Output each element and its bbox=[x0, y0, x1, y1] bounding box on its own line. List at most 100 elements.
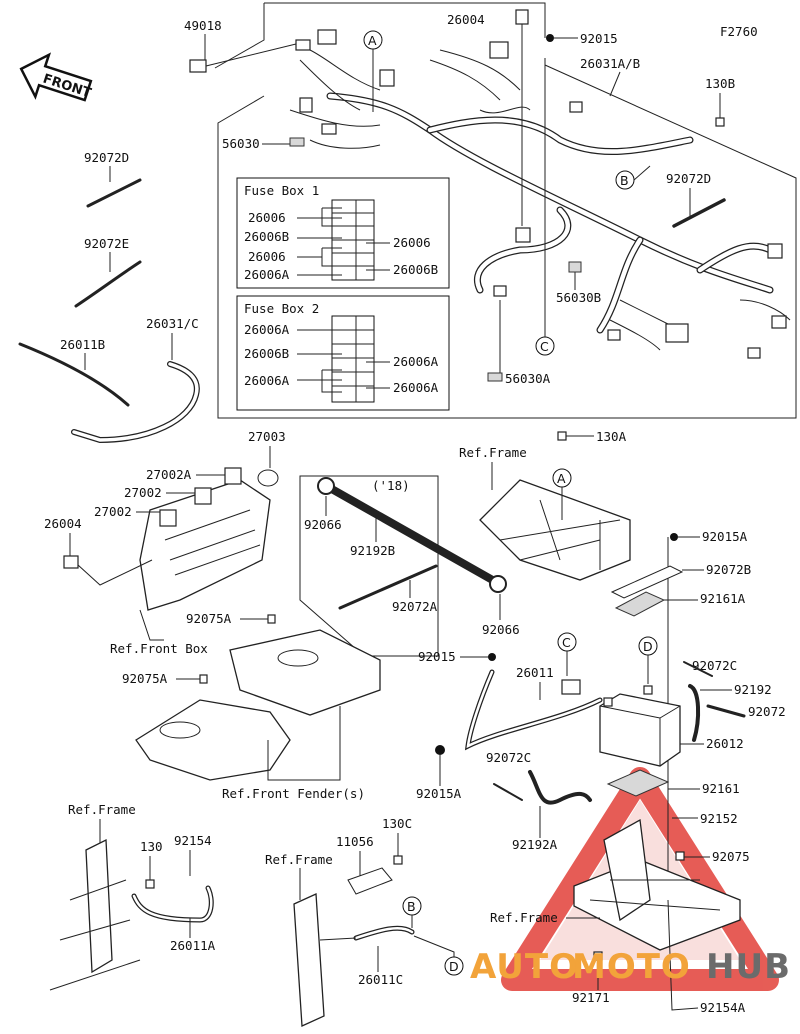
label-92171: 92171 bbox=[572, 990, 610, 1005]
label-92072e: 92072E bbox=[84, 236, 129, 251]
label-92072d-right: 92072D bbox=[666, 171, 711, 186]
fuse-box-1-left-1: 26006 bbox=[248, 210, 286, 225]
ref-frame-br: Ref.Frame bbox=[490, 910, 558, 925]
label-26004-top: 26004 bbox=[447, 12, 485, 27]
ref-frame-bl: Ref.Frame bbox=[68, 802, 136, 817]
label-26011b: 26011B bbox=[60, 337, 105, 352]
fuse-box-1-right-1: 26006 bbox=[393, 235, 431, 250]
label-92192: 92192 bbox=[734, 682, 772, 697]
label-130c: 130C bbox=[382, 816, 412, 831]
svg-text:C: C bbox=[540, 339, 549, 354]
watermark-hub: HUB bbox=[706, 947, 791, 987]
svg-text:A: A bbox=[368, 33, 377, 48]
figure-code: F2760 bbox=[720, 24, 758, 39]
callout-c-battery: C bbox=[562, 635, 571, 650]
label-92015-top: 92015 bbox=[580, 31, 618, 46]
harness-labels: 49018 26004 92015 F2760 26031A/B 130B 56… bbox=[184, 9, 758, 386]
label-92072c-right: 92072C bbox=[692, 658, 737, 673]
callout-b-bottom: B bbox=[407, 899, 416, 914]
label-92072: 92072 bbox=[748, 704, 786, 719]
label-26012: 26012 bbox=[706, 736, 744, 751]
label-26031c: 26031/C bbox=[146, 316, 199, 331]
label-92015-mid: 92015 bbox=[418, 649, 456, 664]
callout-a-frame: A bbox=[557, 471, 566, 486]
label-11056: 11056 bbox=[336, 834, 374, 849]
label-92066-2: 92066 bbox=[482, 622, 520, 637]
label-92075a-1: 92075A bbox=[186, 611, 232, 626]
label-130a: 130A bbox=[596, 429, 627, 444]
watermark-auto: AUTO bbox=[470, 947, 579, 987]
callout-d-battery: D bbox=[643, 639, 653, 654]
label-92075: 92075 bbox=[712, 849, 750, 864]
watermark-moto: MOTO bbox=[572, 947, 691, 987]
label-92072c-mid: 92072C bbox=[486, 750, 531, 765]
fuse-box-1-right-2: 26006B bbox=[393, 262, 438, 277]
fuse-box-1-left-4: 26006A bbox=[244, 267, 290, 282]
svg-text:B: B bbox=[620, 173, 629, 188]
label-92075a-2: 92075A bbox=[122, 671, 168, 686]
battery-area: 92015A 92072B 92161A D 26012 92072C 9219… bbox=[416, 529, 786, 900]
frame-bottom-middle: Ref.Frame 11056 130C B 26011C D bbox=[265, 816, 464, 1027]
label-49018: 49018 bbox=[184, 18, 222, 33]
fuse-box-1-left-3: 26006 bbox=[248, 249, 286, 264]
ref-front-box: Ref.Front Box bbox=[110, 641, 208, 656]
label-92066-1: 92066 bbox=[304, 517, 342, 532]
fuse-box-1-left-2: 26006B bbox=[244, 229, 289, 244]
fuse-box-2-left-1: 26006A bbox=[244, 322, 290, 337]
label-92161a: 92161A bbox=[700, 591, 746, 606]
label-26004-left: 26004 bbox=[44, 516, 82, 531]
label-26011c: 26011C bbox=[358, 972, 403, 987]
label-92152: 92152 bbox=[700, 811, 738, 826]
callout-d-bottom: D bbox=[449, 959, 459, 974]
label-92192b: 92192B bbox=[350, 543, 395, 558]
label-26031ab: 26031A/B bbox=[580, 56, 640, 71]
harness-box-outline bbox=[214, 2, 797, 419]
label-56030a: 56030A bbox=[505, 371, 551, 386]
fuse-box-2-left-2: 26006B bbox=[244, 346, 289, 361]
fuse-box-2: Fuse Box 2 26006A 26006B 26006A 26006A 2… bbox=[236, 295, 450, 411]
year-2018-group: ('18) 92066 92192B 92072A 92066 bbox=[299, 475, 520, 657]
label-27002-2: 27002 bbox=[94, 504, 132, 519]
fuse-box-1: Fuse Box 1 26006 26006B 26006 26006A 260… bbox=[236, 177, 450, 289]
fuse-box-2-title: Fuse Box 2 bbox=[244, 301, 319, 316]
watermark-text: AUTO MOTO HUB bbox=[470, 947, 791, 987]
label-92072a: 92072A bbox=[392, 599, 438, 614]
callout-c-top: C bbox=[535, 64, 555, 356]
label-56030b: 56030B bbox=[556, 290, 601, 305]
front-box-assembly: 27003 27002A 27002 27002 26004 Ref.Front… bbox=[44, 429, 286, 656]
callout-b-top: B bbox=[615, 165, 651, 190]
label-26011a: 26011A bbox=[170, 938, 216, 953]
ref-frame-top: Ref.Frame bbox=[459, 445, 527, 460]
label-92154: 92154 bbox=[174, 833, 212, 848]
label-92072d-left: 92072D bbox=[84, 150, 129, 165]
label-92161: 92161 bbox=[702, 781, 740, 796]
main-harness bbox=[289, 29, 791, 359]
label-92192a: 92192A bbox=[512, 837, 558, 852]
label-92072b: 92072B bbox=[706, 562, 751, 577]
fuse-box-2-right-1: 26006A bbox=[393, 354, 439, 369]
front-fender-panels: 92075A 92075A Ref.Front Fender(s) bbox=[122, 611, 381, 801]
frame-bottom-left: Ref.Frame 130 92154 26011A bbox=[49, 802, 216, 991]
label-92154a: 92154A bbox=[700, 1000, 746, 1015]
fuse-box-2-left-3: 26006A bbox=[244, 373, 290, 388]
ref-frame-bm: Ref.Frame bbox=[265, 852, 333, 867]
label-26011: 26011 bbox=[516, 665, 554, 680]
label-27002-1: 27002 bbox=[124, 485, 162, 500]
fuse-box-1-title: Fuse Box 1 bbox=[244, 183, 319, 198]
battery-tray: 92152 92075 Ref.Frame 92171 92154A bbox=[490, 811, 750, 1015]
label-56030: 56030 bbox=[222, 136, 260, 151]
label-27002a: 27002A bbox=[146, 467, 192, 482]
label-130: 130 bbox=[140, 839, 163, 854]
frame-reference-top: Ref.Frame A 130A bbox=[459, 429, 631, 581]
ref-front-fender: Ref.Front Fender(s) bbox=[222, 786, 365, 801]
left-cable-parts: 92072D 92072E 26011B 26031/C bbox=[18, 150, 200, 444]
label-92015a-top: 92015A bbox=[702, 529, 748, 544]
label-92015a-bot: 92015A bbox=[416, 786, 462, 801]
year-note: ('18) bbox=[372, 478, 410, 493]
label-27003: 27003 bbox=[248, 429, 286, 444]
callout-a-top: A bbox=[363, 30, 383, 112]
front-arrow-icon: FRONT bbox=[19, 52, 93, 102]
label-130b: 130B bbox=[705, 76, 735, 91]
